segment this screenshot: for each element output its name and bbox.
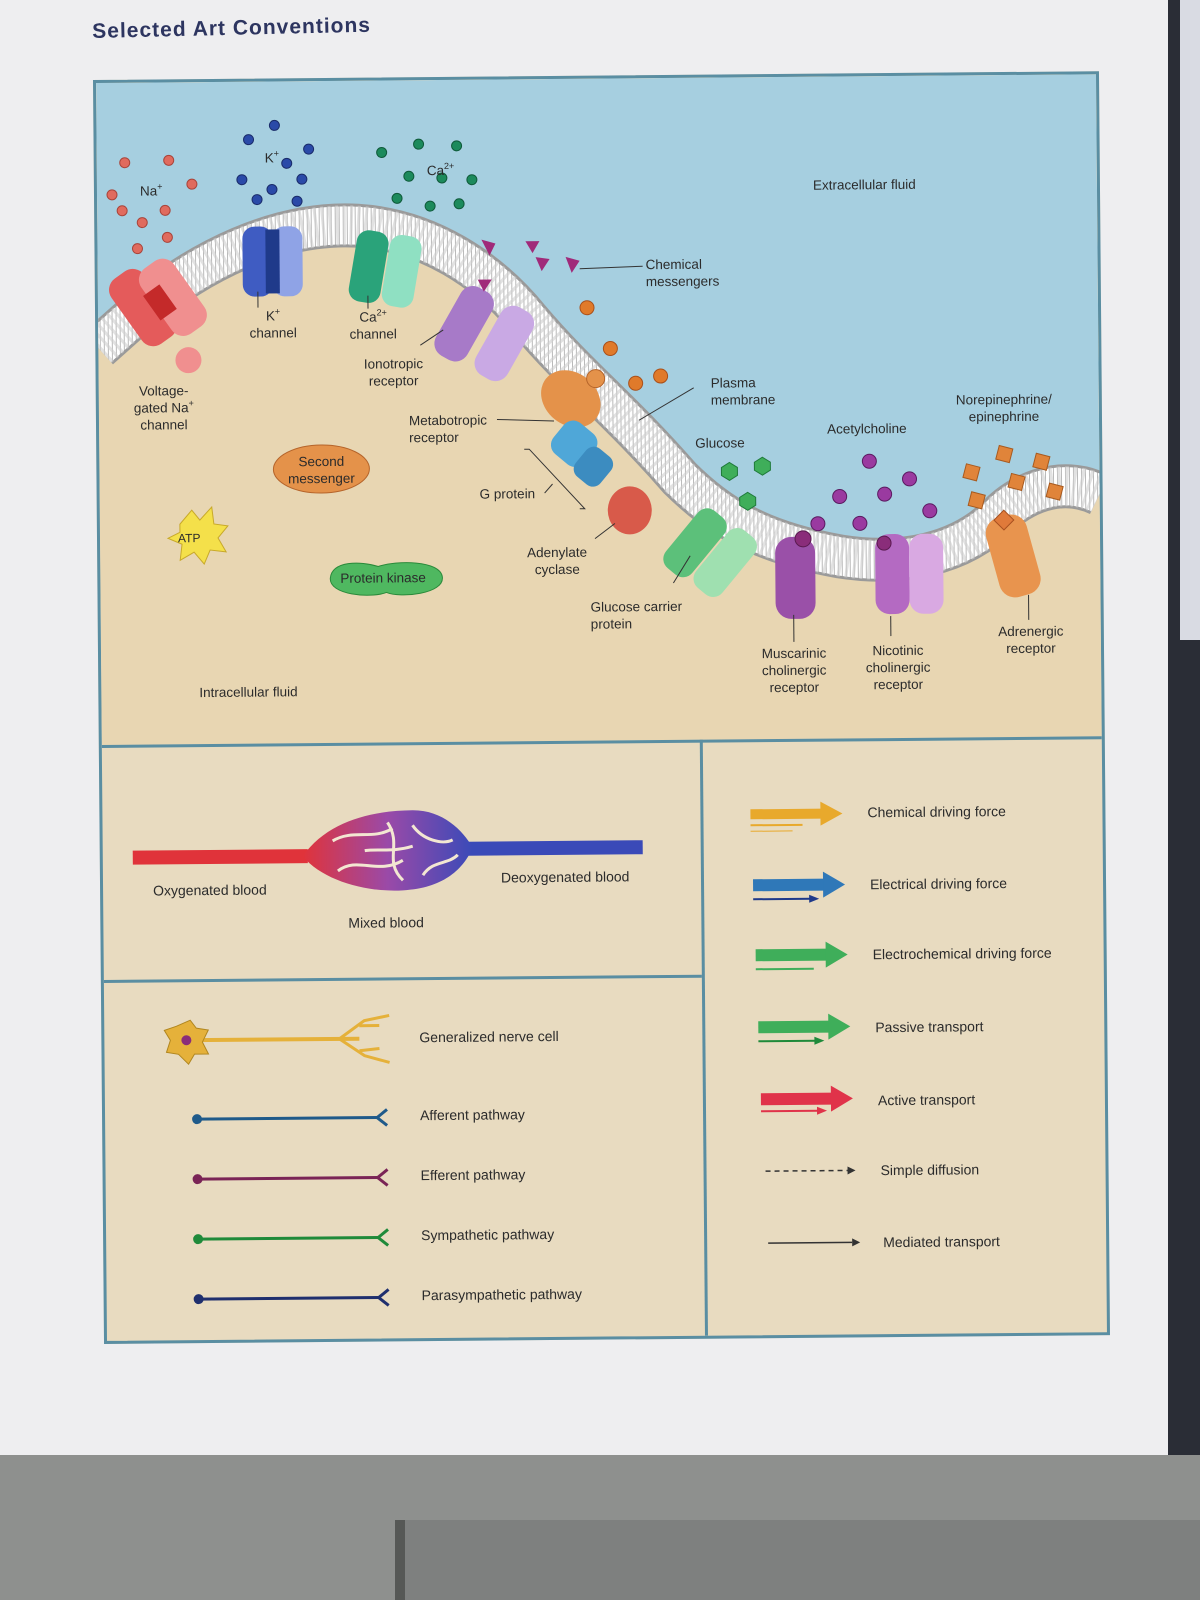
muscarinic-receptor [775,530,816,619]
arrow-legend-label-5: Simple diffusion [880,1161,980,1179]
electrochemical-driving-force-arrow [755,941,848,971]
blood-vessel-graphic [132,810,643,891]
nerve-legend-label-3: Sympathetic pathway [421,1226,555,1244]
nerve-legend-label-4: Parasympathetic pathway [421,1285,582,1304]
art-conventions-figure: Na+ K+ Ca2+ Extracellular fluid Intracel… [93,71,1110,1344]
mediated-transport-arrow [768,1238,861,1247]
nerve-legend-label-1: Afferent pathway [419,1106,525,1124]
passive-transport-arrow [758,1013,851,1045]
plasma-membrane [96,206,1102,579]
electrical-driving-force-arrow [752,871,846,903]
sympathetic-pathway-line [193,1228,390,1247]
parasympathetic-pathway-line [193,1288,390,1307]
efferent-pathway-line [192,1168,389,1187]
chemical-messenger-triangles [477,239,580,292]
norepinephrine-molecules [962,444,1064,510]
chemical-messenger-circles [579,300,669,391]
leader-lines [257,265,1030,642]
oxygenated-blood-label: Oxygenated blood [153,881,267,899]
afferent-pathway-line [192,1108,389,1127]
glucose-carrier-protein [663,508,757,597]
page-edge-highlight [1180,0,1200,640]
nicotinic-receptor [875,533,944,615]
glucose-molecules [720,456,771,511]
deoxygenated-blood-label: Deoxygenated blood [500,868,630,886]
arrow-legend-label-1: Electrical driving force [869,875,1008,893]
arrow-legend-label-4: Active transport [877,1091,976,1109]
potassium-ions [236,119,315,207]
arrow-legend-label-0: Chemical driving force [867,803,1006,821]
simple-diffusion-arrow [765,1166,856,1175]
legend-graphics [132,801,861,1307]
nerve-cell-graphic [163,1013,390,1066]
nerve-legend-label-0: Generalized nerve cell [419,1027,559,1046]
atp-star [166,505,229,565]
nerve-legend-label-2: Efferent pathway [420,1166,526,1184]
pathway-lines [192,1108,390,1307]
mixed-blood-label: Mixed blood [348,914,424,931]
metabotropic-receptor [541,369,606,428]
membrane-panel: Na+ K+ Ca2+ Extracellular fluid Intracel… [96,74,1102,745]
extracellular-region [96,74,1100,560]
sodium-ions [106,154,198,255]
protein-kinase-shape [329,562,443,596]
ca-channel [348,230,422,308]
adenylate-cyclase [607,486,652,535]
arrow-legend-label-2: Electrochemical driving force [872,944,1052,963]
ionotropic-receptor [434,286,535,382]
g-protein [550,420,614,487]
k-channel [242,226,303,297]
active-transport-arrow [760,1085,853,1115]
second-messenger-shape [272,444,370,494]
voltage-gated-na-channel [109,258,207,374]
chemical-driving-force-arrow [750,801,843,832]
adrenergic-receptor [985,509,1041,598]
calcium-ions [376,138,478,212]
acetylcholine-molecules [810,453,938,532]
arrow-legend-label-3: Passive transport [875,1018,984,1036]
background-object [395,1520,1200,1600]
membrane-diagram [96,74,1102,745]
arrow-legend-label-6: Mediated transport [883,1233,1000,1251]
